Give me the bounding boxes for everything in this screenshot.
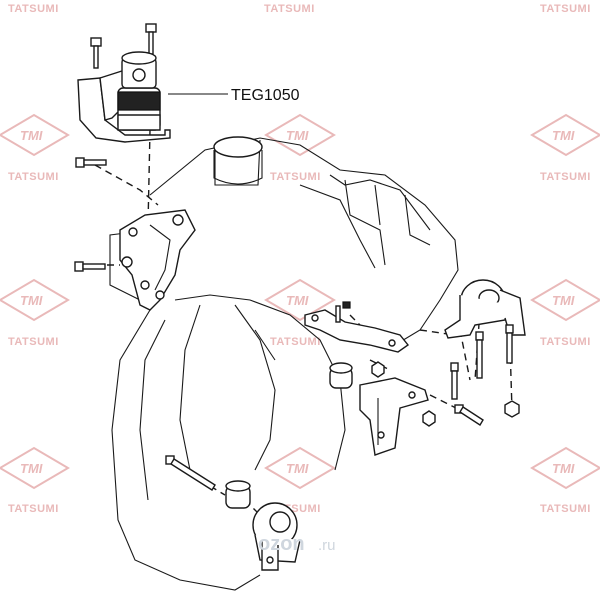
engine-side-bracket bbox=[119, 209, 196, 311]
bolt-icon bbox=[75, 157, 107, 168]
svg-text:TMI: TMI bbox=[20, 293, 43, 308]
watermark-logo-icon: TMI bbox=[264, 446, 336, 490]
lower-center-bracket bbox=[329, 361, 484, 456]
site-watermark: ozon .ru bbox=[258, 533, 336, 555]
site-watermark-name: ozon bbox=[258, 533, 305, 555]
svg-text:TMI: TMI bbox=[20, 128, 43, 143]
bolt-icon bbox=[505, 324, 514, 364]
svg-text:TMI: TMI bbox=[552, 128, 575, 143]
watermark-brand-text: TATSUMI bbox=[540, 171, 591, 183]
watermark-logo-icon: TMI bbox=[530, 278, 600, 322]
front-lower-mount bbox=[165, 455, 301, 571]
watermark-logo-icon: TMI bbox=[0, 278, 70, 322]
svg-text:TMI: TMI bbox=[552, 461, 575, 476]
bolt-icon bbox=[450, 362, 459, 400]
upper-engine-mount: TEG1050 bbox=[77, 23, 300, 143]
watermark-brand-text: TATSUMI bbox=[540, 3, 591, 15]
bolt-icon bbox=[335, 301, 351, 323]
bolt-icon bbox=[145, 23, 157, 55]
site-watermark-suffix: .ru bbox=[318, 537, 336, 554]
watermark-brand-text: TATSUMI bbox=[8, 503, 59, 515]
watermark-brand-text: TATSUMI bbox=[540, 503, 591, 515]
svg-text:TMI: TMI bbox=[286, 293, 309, 308]
watermark-logo-icon: TMI bbox=[0, 446, 70, 490]
nut-icon bbox=[422, 410, 436, 427]
watermark-logo-icon: TMI bbox=[530, 113, 600, 157]
right-transmission-mount bbox=[444, 279, 526, 418]
bolt-icon bbox=[74, 261, 106, 272]
watermark-brand-text: TATSUMI bbox=[8, 336, 59, 348]
watermark-logo-icon: TMI bbox=[530, 446, 600, 490]
bolt-icon bbox=[90, 37, 102, 69]
oil-filler-cap bbox=[213, 136, 263, 158]
svg-text:TMI: TMI bbox=[552, 293, 575, 308]
watermark-brand-text: TATSUMI bbox=[8, 171, 59, 183]
part-number-label: TEG1050 bbox=[231, 87, 300, 104]
svg-text:TMI: TMI bbox=[286, 461, 309, 476]
nut-icon bbox=[371, 361, 385, 378]
svg-text:TMI: TMI bbox=[20, 461, 43, 476]
watermark-logo-icon: TMI bbox=[0, 113, 70, 157]
watermark-brand-text: TATSUMI bbox=[8, 3, 59, 15]
nut-icon bbox=[504, 400, 520, 418]
watermark-logo-icon: TMI bbox=[264, 278, 336, 322]
watermark-brand-text: TATSUMI bbox=[270, 171, 321, 183]
bolt-icon bbox=[165, 455, 216, 491]
torque-rod-bracket bbox=[304, 301, 410, 353]
svg-text:TMI: TMI bbox=[286, 128, 309, 143]
bolt-icon bbox=[475, 331, 484, 379]
watermark-brand-text: TATSUMI bbox=[540, 336, 591, 348]
watermark-brand-text: TATSUMI bbox=[270, 336, 321, 348]
watermark-layer: TATSUMI TATSUMI TATSUMI TATSUMI TATSUMI … bbox=[0, 3, 600, 515]
watermark-brand-text: TATSUMI bbox=[264, 3, 315, 15]
watermark-logo-icon: TMI bbox=[264, 113, 336, 157]
bolt-icon bbox=[454, 404, 484, 426]
